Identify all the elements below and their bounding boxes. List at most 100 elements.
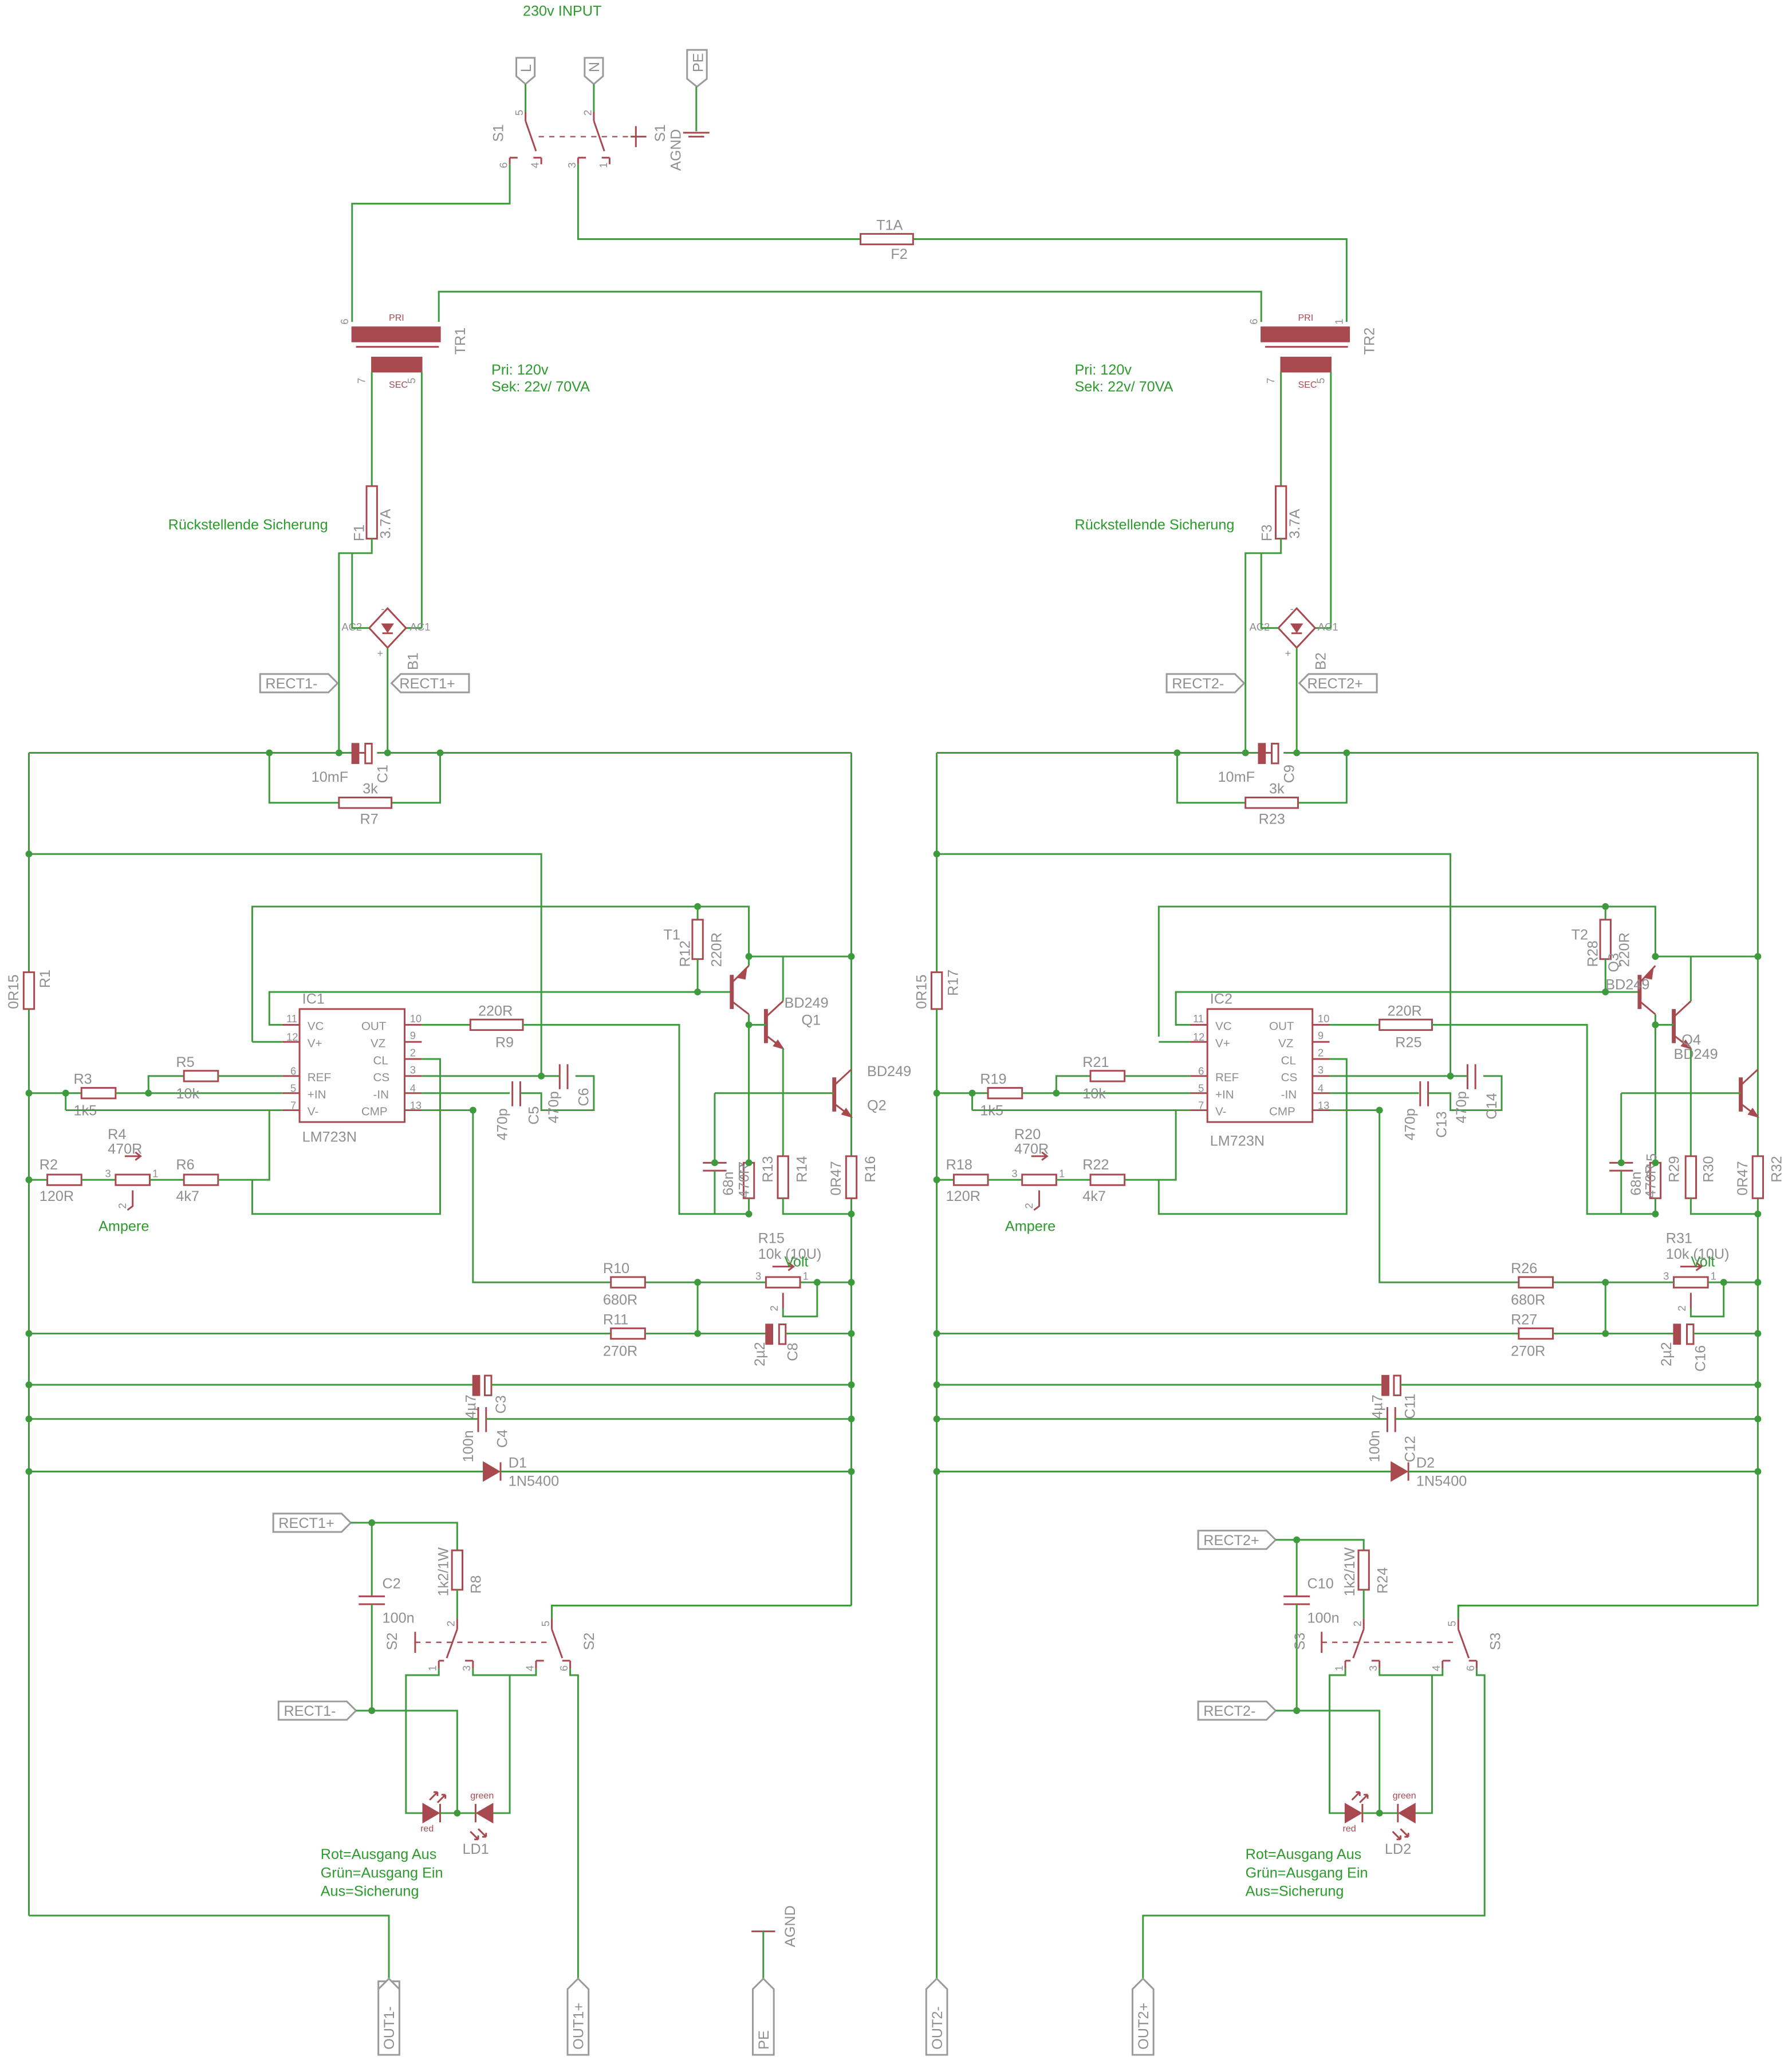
svg-text:2: 2 <box>410 1047 416 1059</box>
svg-text:5: 5 <box>405 378 418 384</box>
svg-text:11: 11 <box>286 1013 297 1025</box>
svg-text:470p: 470p <box>494 1108 510 1140</box>
fuse-note-1: Rückstellende Sicherung <box>168 517 328 533</box>
potentiometer-R15: R15 10k (10U) 3 1 2 <box>755 1230 821 1311</box>
resistor-R23: 3k R23 <box>1244 781 1299 827</box>
svg-text:2µ2: 2µ2 <box>1659 1342 1675 1366</box>
port-out1-minus: OUT1- <box>377 1977 400 2056</box>
svg-text:3: 3 <box>566 162 578 168</box>
svg-text:2: 2 <box>768 1305 780 1311</box>
svg-text:4k7: 4k7 <box>1082 1188 1106 1204</box>
svg-text:10k: 10k <box>1082 1086 1106 1102</box>
svg-text:100n: 100n <box>1367 1430 1383 1462</box>
transistor-Q5 <box>1739 1069 1760 1118</box>
svg-text:1N5400: 1N5400 <box>509 1474 559 1490</box>
svg-text:RECT2-: RECT2- <box>1203 1703 1255 1719</box>
capacitor-C1: 10mF C1 <box>312 743 391 785</box>
svg-text:RECT1+: RECT1+ <box>278 1515 334 1531</box>
fuse-F3: F3 3.7A <box>1259 485 1303 541</box>
potentiometer-R4: R4 470R 3 1 2 <box>105 1126 158 1211</box>
svg-text:S1: S1 <box>652 124 668 142</box>
svg-text:CS: CS <box>1281 1071 1298 1084</box>
port-out1-plus: OUT1+ <box>566 1977 590 2056</box>
svg-text:OUT2+: OUT2+ <box>1136 2003 1152 2050</box>
svg-text:N: N <box>586 62 602 72</box>
svg-text:6: 6 <box>338 318 350 324</box>
port-rect2-minus-b: RECT2- <box>1197 1700 1277 1721</box>
svg-text:R10: R10 <box>603 1261 629 1277</box>
svg-text:RECT2+: RECT2+ <box>1307 676 1363 692</box>
resistor-R14: R14 <box>777 1155 810 1199</box>
svg-text:S2: S2 <box>384 1633 400 1651</box>
svg-text:3.7A: 3.7A <box>1287 509 1303 539</box>
svg-text:C10: C10 <box>1307 1576 1334 1592</box>
resistor-R13: 470R R13 <box>737 1156 776 1199</box>
svg-text:S2: S2 <box>581 1633 597 1651</box>
switch-S2-left: S2 2 1 3 <box>384 1618 549 1671</box>
resistor-R10: R10 680R <box>603 1261 646 1308</box>
svg-text:V+: V+ <box>308 1037 322 1050</box>
resistor-R28: R28 220R <box>1585 919 1633 967</box>
svg-text:D2: D2 <box>1416 1455 1435 1471</box>
svg-text:5: 5 <box>539 1621 552 1626</box>
svg-text:B2: B2 <box>1313 652 1329 670</box>
svg-text:6: 6 <box>1198 1065 1204 1077</box>
svg-text:6: 6 <box>290 1065 296 1077</box>
svg-text:TR1: TR1 <box>452 328 468 355</box>
svg-text:R11: R11 <box>603 1312 628 1328</box>
svg-text:470R: 470R <box>1643 1164 1659 1198</box>
svg-text:10mF: 10mF <box>312 769 348 785</box>
diode-D2: D2 1N5400 <box>1391 1455 1467 1490</box>
svg-text:CL: CL <box>1281 1054 1296 1067</box>
svg-text:C14: C14 <box>1484 1093 1500 1119</box>
svg-text:R27: R27 <box>1511 1312 1537 1328</box>
svg-text:1: 1 <box>597 162 609 168</box>
svg-text:C2: C2 <box>383 1576 401 1592</box>
svg-text:R19: R19 <box>980 1072 1006 1088</box>
svg-text:1: 1 <box>427 1665 439 1671</box>
resistor-R26: R26 680R <box>1511 1261 1554 1308</box>
svg-text:R13: R13 <box>760 1156 776 1182</box>
svg-text:270R: 270R <box>603 1344 637 1360</box>
svg-text:OUT1+: OUT1+ <box>571 2003 587 2050</box>
svg-text:68n: 68n <box>720 1172 737 1196</box>
svg-text:Q1: Q1 <box>801 1012 821 1028</box>
svg-text:3.7A: 3.7A <box>377 509 393 539</box>
svg-text:3k: 3k <box>363 781 378 797</box>
svg-text:6: 6 <box>558 1665 570 1671</box>
svg-text:R9: R9 <box>495 1034 514 1050</box>
svg-text:3: 3 <box>1011 1168 1017 1180</box>
svg-text:PE: PE <box>756 2030 772 2050</box>
svg-text:220R: 220R <box>708 932 724 967</box>
svg-text:+: + <box>377 647 383 659</box>
port-PE-bottom: PE AGND <box>751 1905 798 2056</box>
fuse-F2: T1A F2 <box>860 217 914 262</box>
svg-text:C4: C4 <box>494 1429 510 1448</box>
transistor-T1-label: T1 <box>663 927 680 943</box>
led-note-2c: Aus=Sicherung <box>1246 1883 1344 1899</box>
svg-text:V-: V- <box>1215 1105 1226 1118</box>
svg-text:11: 11 <box>1193 1013 1204 1025</box>
svg-text:4: 4 <box>1430 1665 1442 1671</box>
port-rect2-minus: RECT2- <box>1165 673 1246 694</box>
svg-text:6: 6 <box>1247 318 1259 324</box>
svg-text:LM723N: LM723N <box>1210 1133 1265 1149</box>
svg-text:RECT1-: RECT1- <box>265 676 317 692</box>
resistor-R29: 470R R29 <box>1643 1156 1683 1199</box>
svg-text:5: 5 <box>290 1082 296 1094</box>
resistor-R8: 1k2/1W R8 <box>435 1547 484 1597</box>
svg-text:270R: 270R <box>1511 1344 1545 1360</box>
svg-text:REF: REF <box>308 1071 331 1084</box>
svg-text:7: 7 <box>1198 1099 1204 1111</box>
resistor-R16: 0R47 R16 <box>828 1155 879 1199</box>
svg-text:F2: F2 <box>891 246 907 262</box>
svg-text:4µ7: 4µ7 <box>463 1395 479 1419</box>
svg-text:R5: R5 <box>176 1054 194 1070</box>
svg-text:R14: R14 <box>794 1156 810 1182</box>
ic-IC1: IC1 LM723N VC V+ REF +IN V- OUT VZ CL CS… <box>282 991 422 1145</box>
resistor-R27: R27 270R <box>1511 1312 1554 1360</box>
svg-text:10k (10U): 10k (10U) <box>758 1246 822 1262</box>
switch-S1-right: S1 2 3 1 <box>566 84 668 168</box>
capacitor-C12: 100n C12 <box>1367 1407 1419 1462</box>
